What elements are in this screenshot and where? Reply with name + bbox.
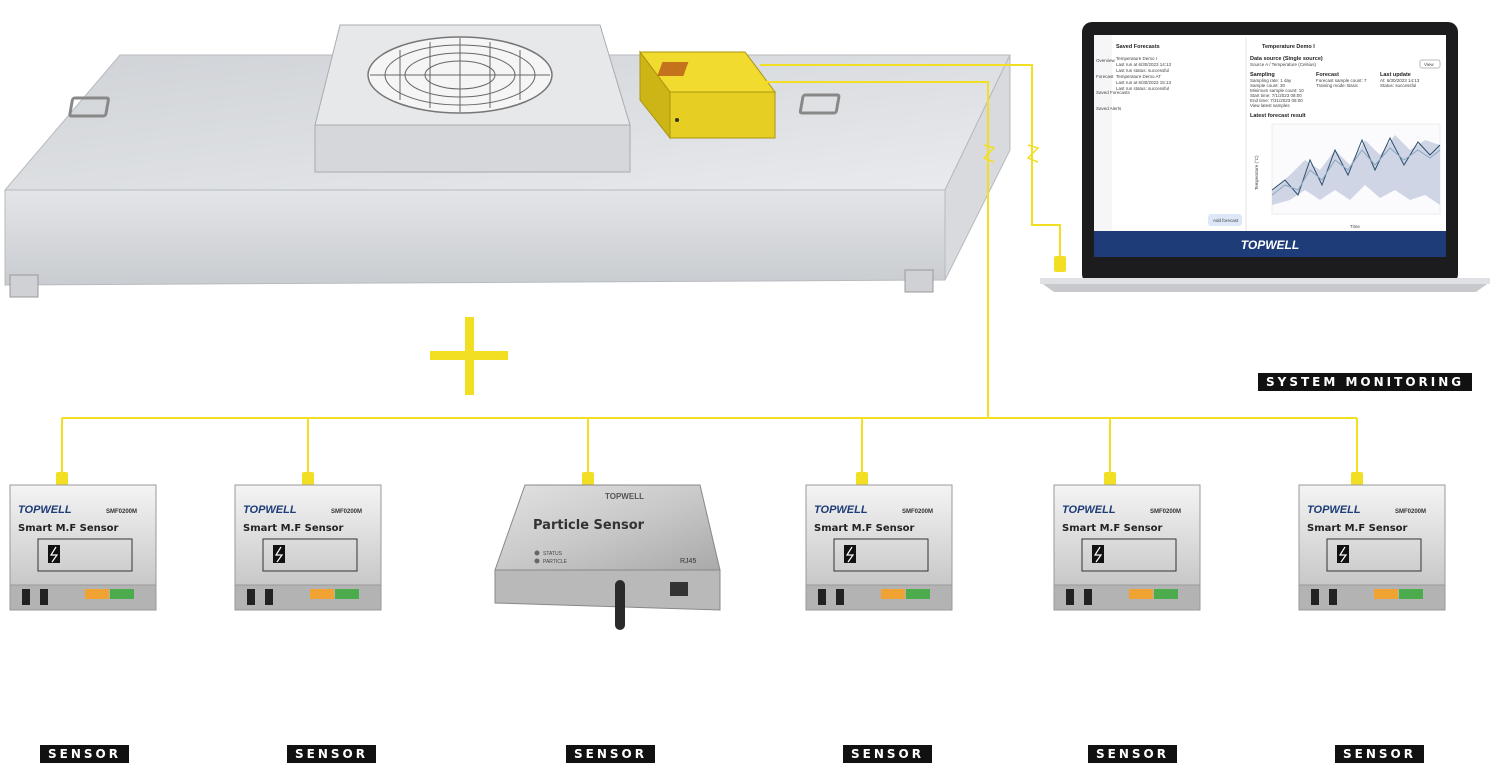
particle-label: PARTICLE	[543, 559, 568, 565]
sensor-device: TOPWELL SMF0200M Smart M.F Sensor	[234, 484, 382, 611]
sensor-title: Particle Sensor	[533, 518, 645, 533]
sidebar-item-overview[interactable]: Overview	[1096, 58, 1116, 63]
sensor-brand: TOPWELL	[814, 504, 868, 516]
svg-text:Sampling rate: 1 day: Sampling rate: 1 day	[1250, 78, 1292, 83]
svg-text:Status: successful: Status: successful	[1380, 83, 1416, 88]
sensor-model: SMF0200M	[106, 509, 137, 515]
warning-icon	[273, 545, 285, 563]
sensor-device: TOPWELL SMF0200M Smart M.F Sensor	[1053, 484, 1201, 611]
list-title: Saved Forecasts	[1116, 44, 1160, 50]
svg-text:View: View	[1424, 62, 1434, 67]
data-source-label: Data source (Single source)	[1250, 56, 1323, 62]
controller-box	[639, 50, 776, 140]
sensor-label: SENSOR	[1335, 745, 1424, 763]
list-item[interactable]: Temperature Demo I Last run at 6/30/2023…	[1116, 56, 1172, 73]
last-update-label: Last update	[1380, 72, 1411, 78]
data-source-value: Source A / Temperature (Celsius)	[1250, 62, 1316, 67]
system-monitoring-label: SYSTEM MONITORING	[1258, 373, 1473, 391]
terminal-block	[881, 589, 905, 599]
sensor-label: SENSOR	[287, 745, 376, 763]
forecast-app: Overview Forecast Saved Forecasts Saved …	[1094, 35, 1441, 231]
sensor-model: SMF0200M	[1150, 509, 1181, 515]
laptop: Overview Forecast Saved Forecasts Saved …	[1040, 22, 1490, 292]
fan-housing	[314, 24, 631, 173]
svg-text:Sample count: 30: Sample count: 30	[1250, 83, 1286, 88]
sensor-probe	[615, 580, 625, 630]
view-latest-samples-link[interactable]: View latest samples	[1250, 103, 1290, 108]
terminal-block	[85, 589, 109, 599]
sensor-title: Smart M.F Sensor	[1062, 523, 1163, 534]
sensor-title: Smart M.F Sensor	[243, 523, 344, 534]
terminal-block	[310, 589, 334, 599]
sensor-brand: TOPWELL	[605, 492, 644, 501]
add-forecast-label: Add forecast	[1213, 218, 1239, 223]
forecast-label: Forecast	[1316, 72, 1339, 78]
sensor-label: SENSOR	[1088, 745, 1177, 763]
detail-title: Temperature Demo I	[1262, 44, 1315, 50]
terminal-block	[1399, 589, 1423, 599]
terminal-block	[1129, 589, 1153, 599]
sensor-device: TOPWELL SMF0200M Smart M.F Sensor	[9, 484, 157, 611]
sensor-title: Smart M.F Sensor	[18, 523, 119, 534]
sensor-brand: TOPWELL	[1062, 504, 1116, 516]
sensor-model: SMF0200M	[902, 509, 933, 515]
terminal-block	[1154, 589, 1178, 599]
chart-xlabel: Time	[1350, 224, 1360, 229]
list-item[interactable]: Temperature Demo AT Last run at 6/30/202…	[1116, 74, 1172, 91]
svg-text:Forecast sample count: 7: Forecast sample count: 7	[1316, 78, 1367, 83]
svg-text:Start time: 7/1/2023 08:00: Start time: 7/1/2023 08:00	[1250, 93, 1302, 98]
sensor-device: TOPWELL SMF0200M Smart M.F Sensor	[1298, 484, 1446, 611]
sensor-title: Smart M.F Sensor	[1307, 523, 1408, 534]
svg-text:Temperature Demo I: Temperature Demo I	[1116, 56, 1157, 61]
svg-text:Temperature Demo AT: Temperature Demo AT	[1116, 74, 1161, 79]
warning-icon	[1337, 545, 1349, 563]
sensor-brand: TOPWELL	[1307, 504, 1361, 516]
chart-title: Latest forecast result	[1250, 113, 1306, 119]
connectors	[56, 256, 1363, 486]
warning-icon	[48, 545, 60, 563]
sensor-brand: TOPWELL	[243, 504, 297, 516]
sensor-device: TOPWELL SMF0200M Smart M.F Sensor	[805, 484, 953, 611]
terminal-block	[110, 589, 134, 599]
warning-icon	[844, 545, 856, 563]
plus-icon	[430, 317, 508, 395]
sampling-label: Sampling	[1250, 72, 1275, 78]
chart-ylabel: Temperature (°C)	[1254, 155, 1259, 190]
fan-filter-unit	[3, 24, 1011, 298]
wiring	[61, 64, 1358, 478]
sidebar-item-forecast[interactable]: Forecast	[1096, 74, 1114, 79]
svg-text:Minimum sample count: 10: Minimum sample count: 10	[1250, 88, 1304, 93]
terminal-block	[1374, 589, 1398, 599]
add-forecast-button[interactable]	[1208, 214, 1242, 226]
sensor-title: Smart M.F Sensor	[814, 523, 915, 534]
sensor-label: SENSOR	[40, 745, 129, 763]
svg-text:At: 6/30/2023 14:13: At: 6/30/2023 14:13	[1380, 78, 1420, 83]
svg-text:Training mode: Basic: Training mode: Basic	[1316, 83, 1359, 88]
svg-text:Last run status: successful: Last run status: successful	[1116, 86, 1169, 91]
warning-icon	[1092, 545, 1104, 563]
sensor-model: SMF0200M	[1395, 509, 1426, 515]
svg-text:Last run status: successful: Last run status: successful	[1116, 68, 1169, 73]
terminal-block	[906, 589, 930, 599]
view-button[interactable]	[1419, 59, 1441, 69]
laptop-brand: TOPWELL	[1241, 238, 1299, 252]
sidebar-item-saved-forecasts[interactable]: Saved Forecasts	[1096, 90, 1131, 95]
sensor-label: SENSOR	[843, 745, 932, 763]
forecast-chart	[1271, 123, 1441, 215]
rj45-label: RJ45	[680, 558, 696, 565]
sensor-model: SMF0200M	[331, 509, 362, 515]
sensor-device: Particle Sensor TOPWELL STATUS PARTICLE RJ45	[494, 484, 721, 630]
sidebar-item-saved-alerts[interactable]: Saved Alerts	[1096, 106, 1122, 111]
svg-text:Last run at 6/30/2023 15:13: Last run at 6/30/2023 15:13	[1116, 80, 1172, 85]
sensor-brand: TOPWELL	[18, 504, 72, 516]
sensor-label: SENSOR	[566, 745, 655, 763]
svg-text:Last run at 6/30/2023 14:13: Last run at 6/30/2023 14:13	[1116, 62, 1172, 67]
svg-text:End time: 7/31/2023 08:00: End time: 7/31/2023 08:00	[1250, 98, 1303, 103]
laptop-footer	[1094, 231, 1446, 257]
terminal-block	[335, 589, 359, 599]
status-label: STATUS	[543, 551, 563, 557]
